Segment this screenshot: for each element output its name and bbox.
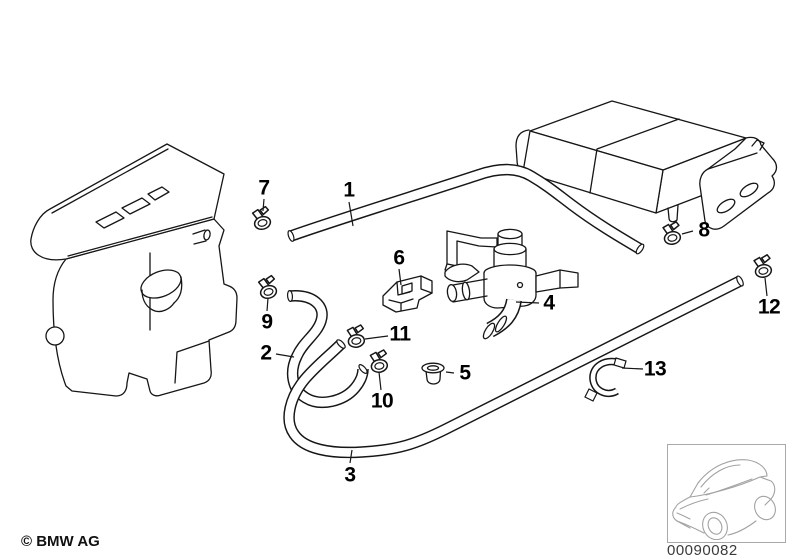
callout-7: 7: [258, 176, 270, 200]
grommet-illustration: [421, 362, 445, 385]
heater-core-illustration: [515, 100, 778, 230]
callout-5: 5: [459, 361, 471, 385]
clamp-12-illustration: [751, 253, 775, 280]
callout-12: 12: [757, 295, 781, 319]
hose-holder-illustration: [584, 357, 627, 402]
vehicle-thumbnail-box: [667, 444, 786, 543]
callout-leader-lines: [262, 198, 768, 464]
diagram-number: 00090082: [667, 542, 738, 559]
callout-10: 10: [370, 389, 394, 413]
callout-8: 8: [698, 218, 710, 242]
callout-11: 11: [389, 322, 411, 346]
clamp-11-illustration: [345, 323, 368, 350]
callout-6: 6: [393, 246, 405, 270]
copyright-notice: © BMW AG: [21, 533, 100, 550]
hose-3: [283, 275, 744, 459]
callout-1: 1: [343, 178, 355, 202]
callout-3: 3: [344, 463, 356, 487]
clamp-8-illustration: [660, 220, 684, 247]
engine-illustration: [30, 143, 238, 397]
holder-bracket-illustration: [382, 275, 433, 313]
water-valve-illustration: [444, 228, 579, 340]
callout-9: 9: [261, 310, 273, 334]
callout-2: 2: [260, 341, 272, 365]
clamp-9-illustration: [256, 274, 280, 301]
hose-2: [286, 290, 369, 408]
callout-13: 13: [643, 357, 667, 381]
clamp-10-illustration: [368, 348, 391, 375]
car-outline-illustration: [672, 459, 776, 541]
callout-4: 4: [543, 291, 555, 315]
hose-1: [287, 163, 645, 255]
clamp-7-illustration: [250, 205, 274, 232]
